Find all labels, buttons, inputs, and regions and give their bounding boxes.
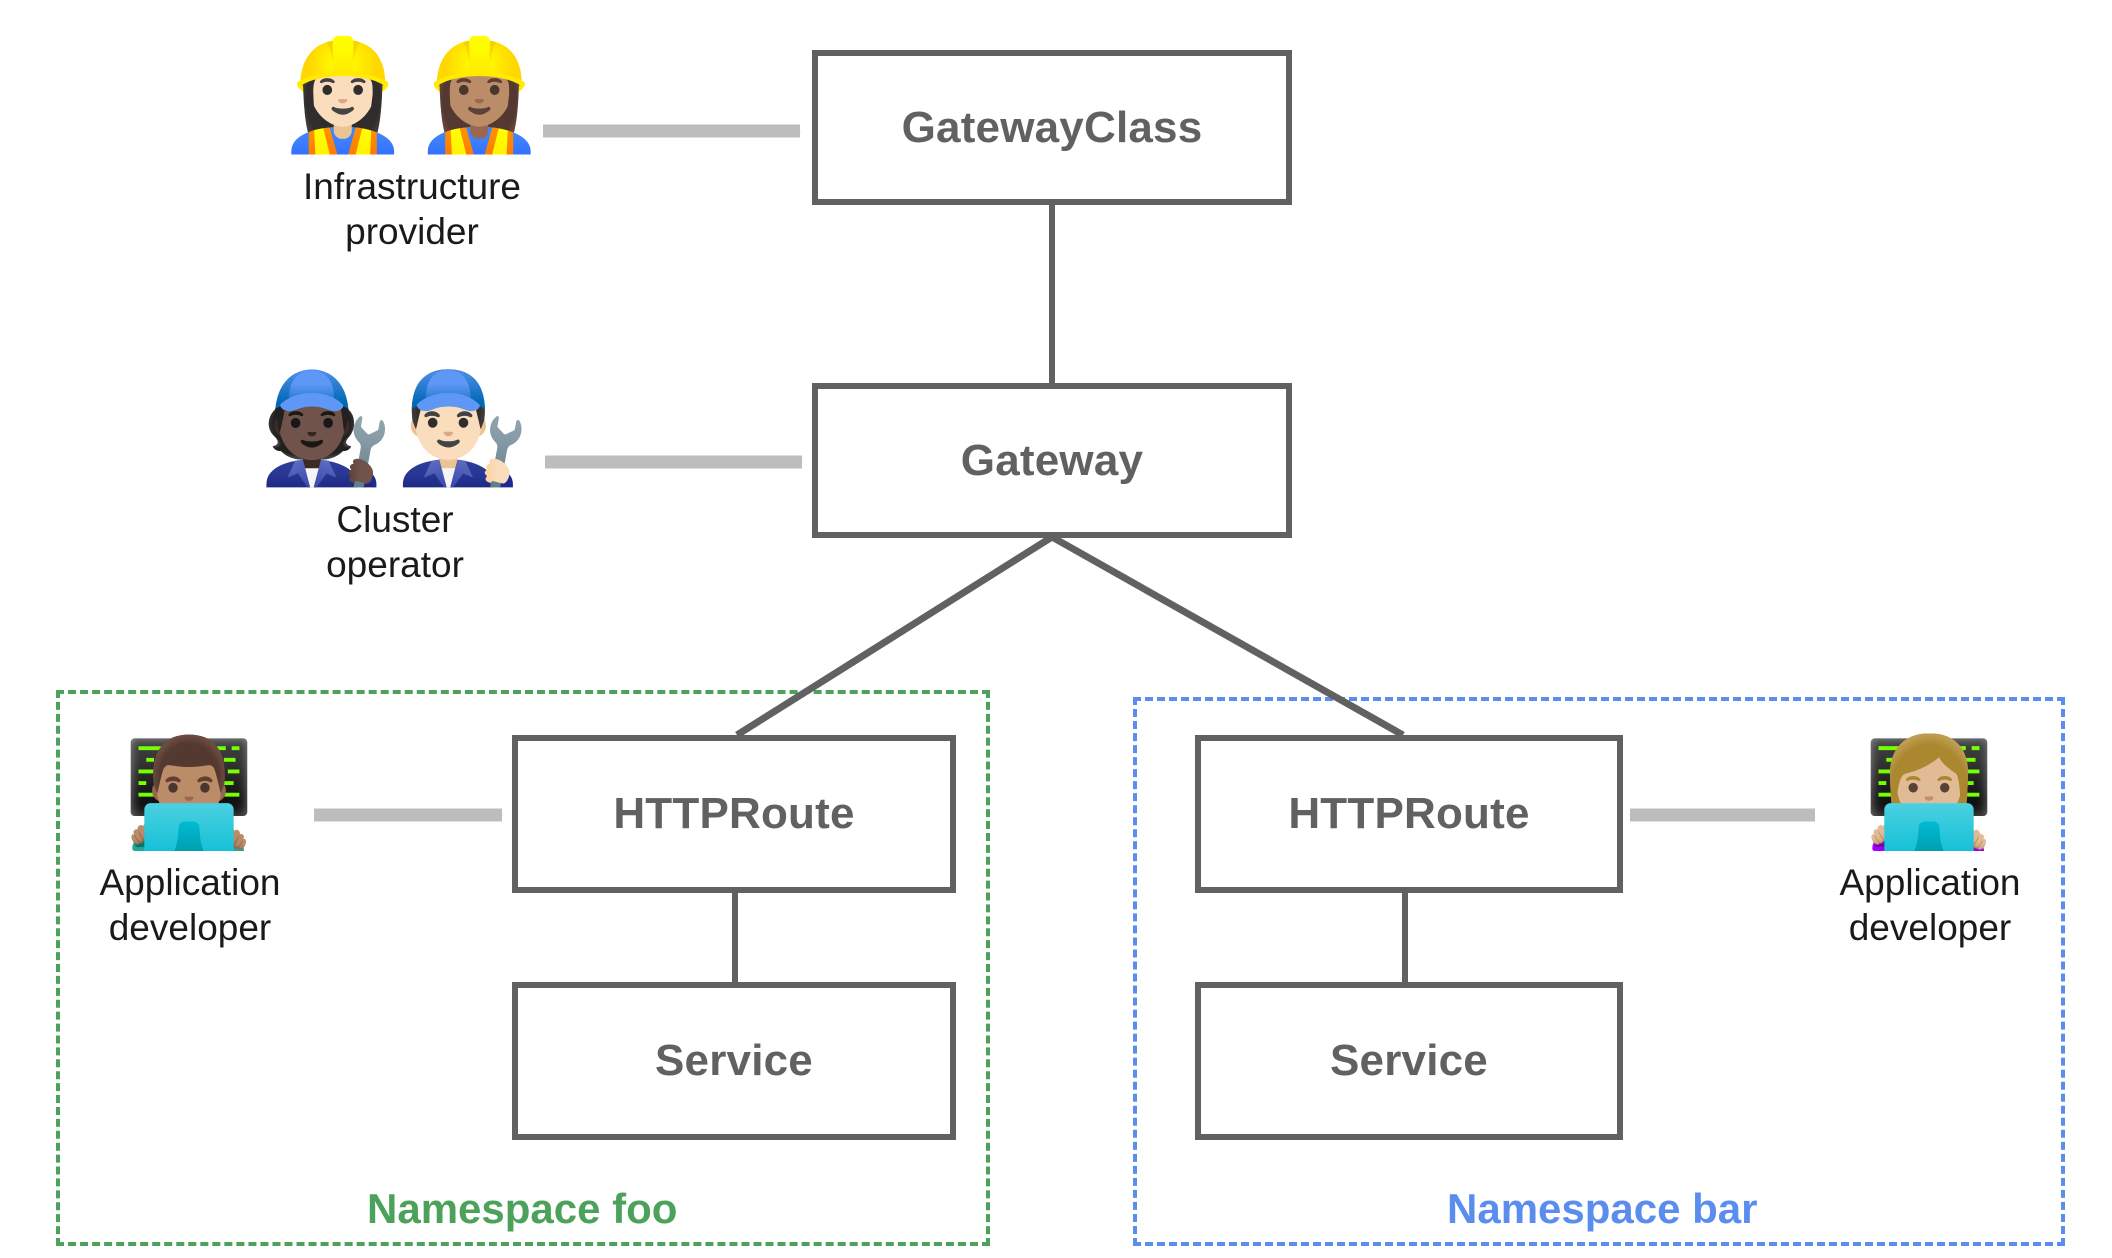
actor-app-developer-foo: 👨🏽‍💻 Application developer: [80, 740, 300, 950]
gateway-label: Gateway: [960, 435, 1144, 485]
actor-app-developer-bar-label: Application developer: [1839, 862, 2021, 949]
service-foo-label: Service: [655, 1036, 813, 1085]
actor-infrastructure-provider: 👷🏻‍♀️👷🏽‍♀️ Infrastructure provider: [272, 42, 552, 254]
technologist-icon: 👩🏼‍💻: [1863, 731, 1997, 854]
namespace-foo-frame: [56, 690, 990, 1246]
technologist-icon: 👨🏽‍💻: [123, 731, 257, 854]
actor-app-developer-bar: 👩🏼‍💻 Application developer: [1820, 740, 2040, 950]
actor-cluster-operator-label: Cluster operator: [326, 499, 464, 586]
service-bar-label: Service: [1330, 1036, 1488, 1085]
service-foo-box[interactable]: Service: [512, 982, 956, 1140]
mechanic-icon: 🧑🏿‍🔧👨🏻‍🔧: [258, 366, 532, 491]
namespace-bar-frame: [1133, 697, 2065, 1246]
construction-worker-icon: 👷🏻‍♀️👷🏽‍♀️: [275, 33, 549, 158]
namespace-foo-title: Namespace foo: [367, 1185, 678, 1232]
service-bar-box[interactable]: Service: [1195, 982, 1623, 1140]
gatewayclass-label: GatewayClass: [901, 102, 1203, 152]
actor-cluster-operator: 🧑🏿‍🔧👨🏻‍🔧 Cluster operator: [255, 375, 535, 587]
httproute-foo-label: HTTPRoute: [613, 789, 855, 838]
namespace-bar-title: Namespace bar: [1447, 1185, 1758, 1232]
gatewayclass-box[interactable]: GatewayClass: [812, 50, 1292, 205]
httproute-foo-box[interactable]: HTTPRoute: [512, 735, 956, 893]
httproute-bar-box[interactable]: HTTPRoute: [1195, 735, 1623, 893]
httproute-bar-label: HTTPRoute: [1288, 789, 1530, 838]
gateway-box[interactable]: Gateway: [812, 383, 1292, 538]
actor-app-developer-foo-label: Application developer: [99, 862, 281, 949]
actor-infrastructure-provider-label: Infrastructure provider: [303, 166, 521, 253]
